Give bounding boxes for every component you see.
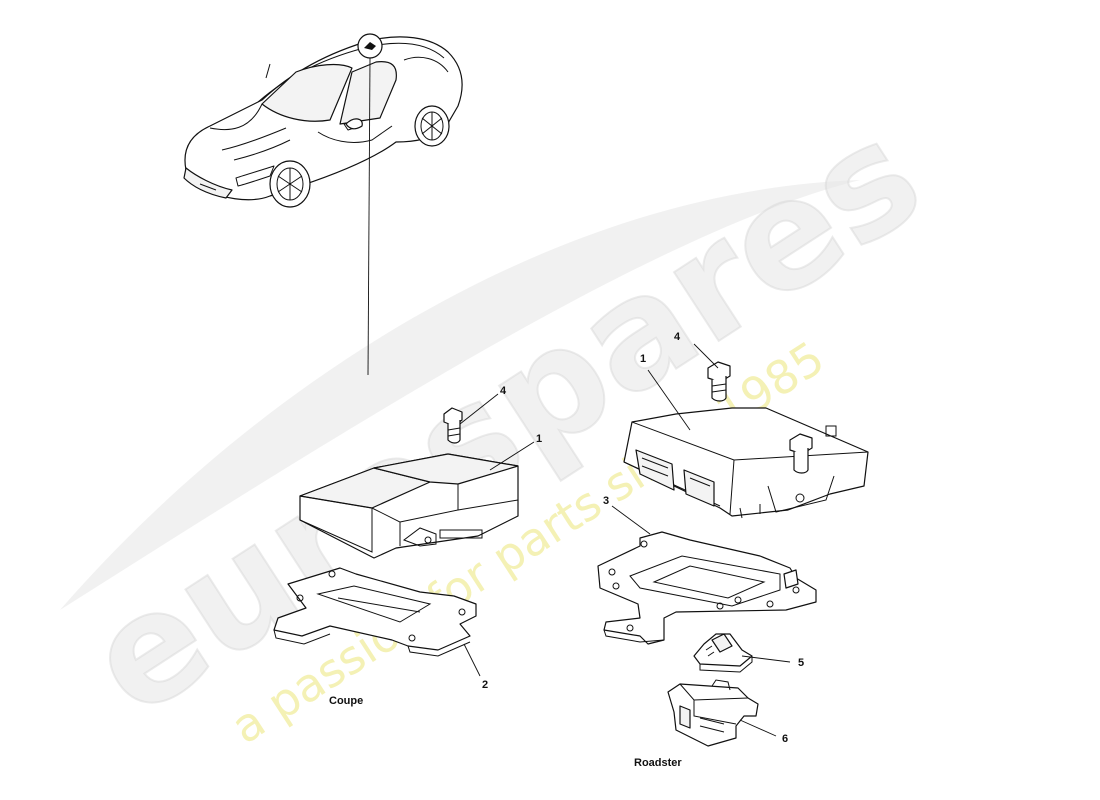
- callout-coupe-module: 1: [536, 433, 542, 445]
- coupe-label: Coupe: [329, 695, 363, 707]
- roadster-group: 4 1 3 5 6 Roadster: [597, 331, 869, 769]
- location-leader: [367, 57, 371, 376]
- callout-roadster-connector-large: 6: [782, 733, 788, 745]
- coupe-bolt: [443, 407, 463, 444]
- callout-roadster-bracket: 3: [603, 495, 609, 507]
- roadster-label: Roadster: [634, 757, 682, 769]
- watermark-brand: eurospares: [60, 88, 950, 750]
- roadster-connector-small: [693, 633, 753, 673]
- roadster-bolt: [707, 361, 731, 402]
- callout-roadster-module: 1: [640, 353, 646, 365]
- coupe-module: [299, 453, 519, 559]
- watermark: eurospares a passion for parts since 198…: [59, 87, 951, 755]
- roadster-bracket: [597, 531, 817, 645]
- callout-roadster-bolt: 4: [674, 331, 681, 343]
- callout-coupe-bolt: 4: [500, 385, 507, 397]
- roadster-connector-large: [667, 679, 759, 747]
- callout-roadster-connector-small: 5: [798, 657, 804, 669]
- coupe-bracket: [273, 567, 477, 657]
- coupe-group: 4 1 2 Coupe: [273, 385, 542, 707]
- callout-coupe-bracket: 2: [482, 679, 488, 691]
- roadster-module: [623, 407, 869, 519]
- car-illustration: [183, 33, 463, 208]
